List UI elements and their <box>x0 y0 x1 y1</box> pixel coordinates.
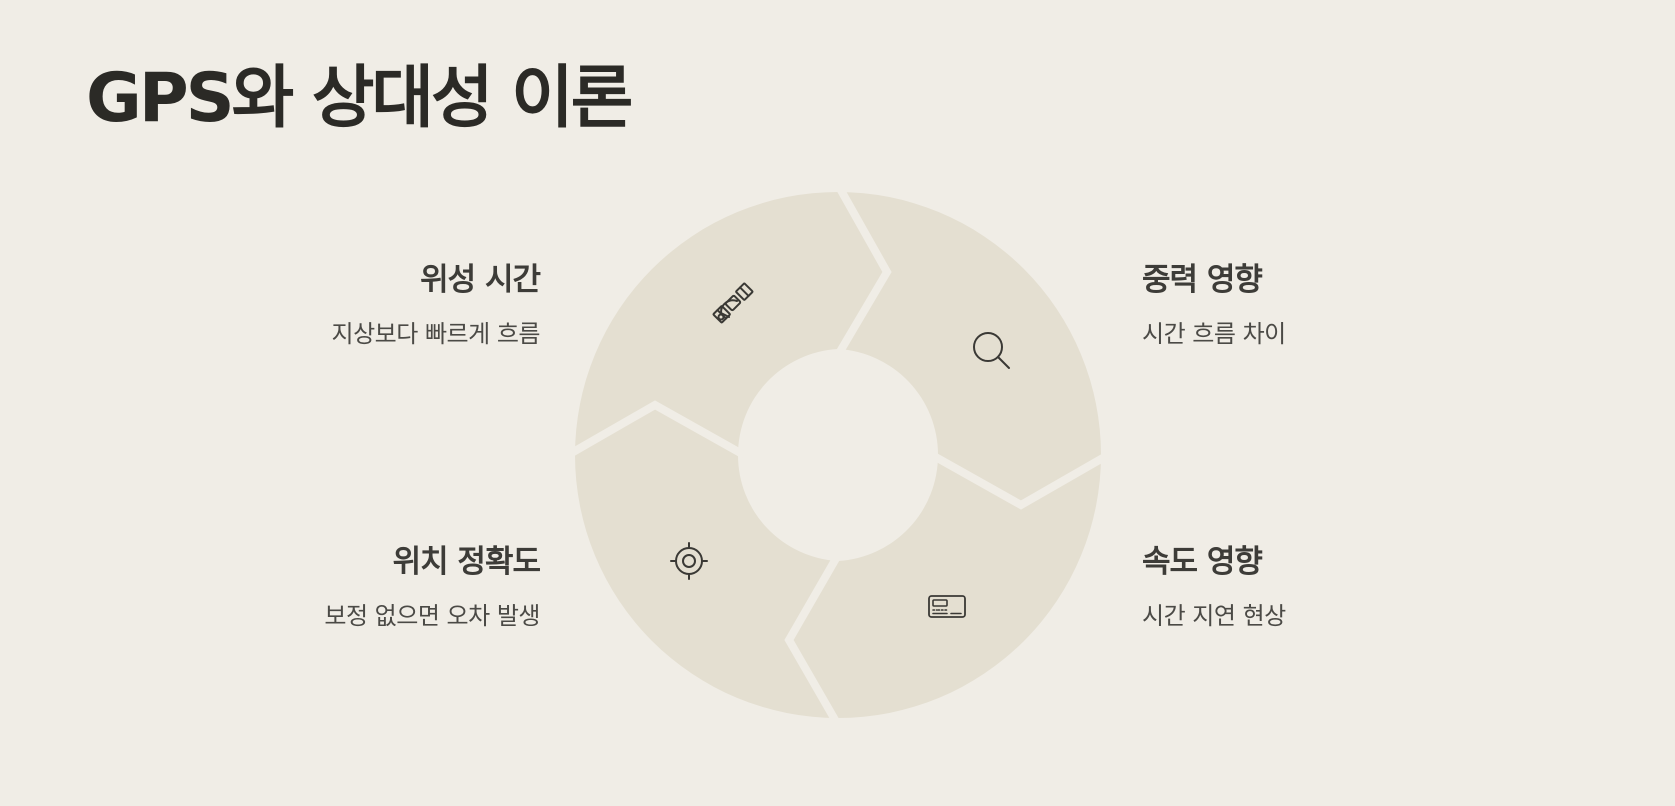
label-heading: 위성 시간 <box>420 262 541 298</box>
label-heading: 중력 영향 <box>1142 262 1263 298</box>
page-title: GPS와 상대성 이론 <box>86 59 633 138</box>
search-icon <box>973 332 1010 369</box>
label-position-accuracy: 위치 정확도 보정 없으면 오차 발생 <box>240 544 541 632</box>
label-description: 지상보다 빠르게 흐름 <box>331 320 541 349</box>
label-satellite-time: 위성 시간 지상보다 빠르게 흐름 <box>240 262 541 350</box>
label-heading: 속도 영향 <box>1142 544 1263 580</box>
label-description: 시간 지연 현상 <box>1142 602 1286 631</box>
label-description: 시간 흐름 차이 <box>1142 320 1286 349</box>
target-icon <box>670 542 708 580</box>
label-gravity-effect: 중력 영향 시간 흐름 차이 <box>1142 262 1442 350</box>
label-description: 보정 없으면 오차 발생 <box>324 602 540 631</box>
segment-bottom-right <box>789 455 1101 718</box>
segment-top-left <box>575 192 887 455</box>
display-icon <box>928 595 966 618</box>
label-heading: 위치 정확도 <box>392 544 541 580</box>
satellite-icon <box>712 282 754 324</box>
label-speed-effect: 속도 영향 시간 지연 현상 <box>1142 544 1442 632</box>
segment-top-right <box>838 192 1101 505</box>
segment-separators <box>566 183 1110 727</box>
